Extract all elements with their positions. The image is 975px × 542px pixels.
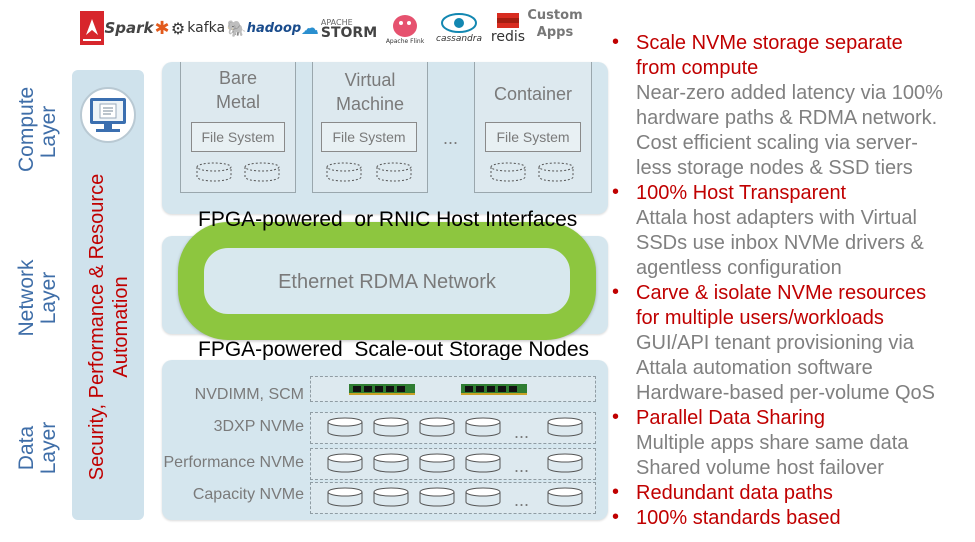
compute-ellipsis: ... [443,128,459,148]
bullet-title: Scale NVMe storage separate [636,32,903,54]
monitor-icon [78,86,138,144]
bullet-detail: Near-zero added latency via 100% [636,82,943,104]
data-layer-label: Data Layer [15,421,60,475]
memory-module-icon [461,384,527,395]
ssd-disk-icon [327,487,363,507]
disk-icon [376,162,412,182]
rdma-network-label: Ethernet RDMA Network [278,271,496,293]
disk-icon [326,162,362,182]
compute-layer-label: Compute Layer [15,86,60,172]
bullet-marker: • [612,406,620,428]
ssd-disk-icon [547,417,583,437]
ssd-disk-icon [373,417,409,437]
capacity-ellipsis: ... [514,490,530,510]
hadoop-logo: 🐘hadoop [226,18,302,38]
nvdimm-scm-label: NVDIMM, SCM [194,386,304,403]
capacity-nvme-label: Capacity NVMe [192,486,304,503]
bullet-detail: GUI/API tenant provisioning via [636,332,914,354]
flink-logo: Apache Flink [384,10,426,46]
virtual-machine-title: Virtual Machine [335,70,405,114]
container-file-system: File System [485,122,581,152]
bullet-detail: Cost efficient scaling via server- [636,132,918,154]
bare-metal-box: Bare Metal File System [180,62,296,193]
bullet-title: Carve & isolate NVMe resources [636,282,927,304]
bullet-title: for multiple users/workloads [636,307,884,329]
bullet-marker: • [612,281,620,303]
ssd-disk-icon [419,487,455,507]
bullet-title: Parallel Data Sharing [636,407,825,429]
bullet-detail: less storage nodes & SSD tiers [636,157,913,179]
cassandra-logo: cassandra [434,10,484,46]
ssd-disk-icon [419,417,455,437]
bullet-marker: • [612,506,620,528]
bullet-title: 100% standards based [636,507,841,529]
automation-bar [72,70,144,520]
bullet-marker: • [612,181,620,203]
bullet-title: from compute [636,57,759,79]
disk-icon [196,162,232,182]
ssd-disk-icon [465,453,501,473]
performance-ellipsis: ... [514,456,530,476]
bullet-detail: Shared volume host failover [636,457,884,479]
ssd-disk-icon [327,417,363,437]
bullet-detail: Hardware-based per-volume QoS [636,382,936,404]
ssd-disk-icon [373,487,409,507]
network-layer-label: Network Layer [15,259,60,337]
container-box: Container File System [474,62,592,193]
kafka-logo: ⚙kafka [170,18,226,38]
ssd-disk-icon [419,453,455,473]
disk-icon [538,162,574,182]
arrow-logo [80,10,104,46]
bare-metal-title: Bare Metal [215,68,260,112]
nvdimm-row [310,376,596,402]
spark-logo: Spark✱ [104,17,170,39]
disk-icon [490,162,526,182]
bullet-marker: • [612,481,620,503]
ssd-disk-icon [327,453,363,473]
ssd-disk-icon [547,453,583,473]
virtual-machine-box: Virtual Machine File System [312,62,428,193]
bullet-detail: hardware paths & RDMA network. [636,107,938,129]
virtual-machine-file-system: File System [321,122,417,152]
bullet-title: 100% Host Transparent [636,182,847,204]
bullet-detail: Multiple apps share same data [636,432,909,454]
3dxp-ellipsis: ... [514,422,530,442]
host-interfaces-label: FPGA-powered or RNIC Host Interfaces [198,208,578,231]
ssd-disk-icon [465,417,501,437]
bullet-detail: agentless configuration [636,257,842,279]
bullet-title: Redundant data paths [636,482,833,504]
ssd-disk-icon [373,453,409,473]
3dxp-nvme-label: 3DXP NVMe [213,418,304,435]
automation-label: Security, Performance & Resource Automat… [86,173,132,481]
bullet-detail: SSDs use inbox NVMe drivers & [636,232,924,254]
custom-apps-logo: Custom Apps [527,8,583,40]
bare-metal-file-system: File System [191,122,285,152]
memory-module-icon [349,384,415,395]
container-title: Container [493,84,573,104]
ssd-disk-icon [465,487,501,507]
redis-logo: redis [488,10,528,46]
ssd-disk-icon [547,487,583,507]
bullet-detail: Attala automation software [636,357,873,379]
bullet-marker: • [612,31,620,53]
disk-icon [244,162,280,182]
bullet-detail: Attala host adapters with Virtual [636,207,917,229]
performance-nvme-label: Performance NVMe [163,454,305,471]
storage-nodes-label: FPGA-powered Scale-out Storage Nodes [198,338,590,361]
